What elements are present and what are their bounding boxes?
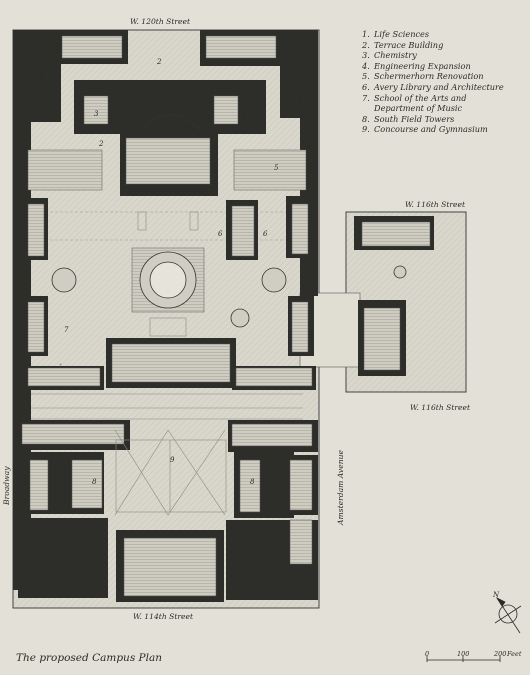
map-number: 6 (263, 230, 268, 238)
legend-item: 2. Terrace Building (362, 40, 530, 51)
street-label-116-top: W. 116th Street (405, 200, 466, 209)
legend-item: 6. Avery Library and Architecture (362, 82, 530, 93)
legend-label: Life Sciences (374, 29, 430, 39)
legend-item: 3. Chemistry (362, 50, 530, 61)
map-caption: The proposed Campus Plan (16, 652, 162, 664)
legend-item: 7. School of the Arts and Department of M… (362, 93, 530, 114)
street-label-east: Amsterdam Avenue (336, 450, 345, 525)
walkways (59, 211, 227, 516)
map-number: 6 (218, 230, 223, 238)
scale-tick-0: 0 (425, 650, 430, 658)
legend-label: School of the Arts and Department of Mus… (374, 92, 467, 114)
street-label-116-bottom: W. 116th Street (410, 403, 471, 412)
legend-label: Chemistry (374, 50, 417, 61)
legend-item: 9. Concourse and Gymnasium (362, 124, 530, 135)
legend-number: 2. (362, 39, 370, 50)
legend-label: Engineering Expansion (374, 60, 471, 71)
building-roofs (21, 35, 431, 597)
legend-label: Avery Library and Architecture (374, 81, 504, 92)
legend-item: 4. Engineering Expansion (362, 61, 530, 72)
legend-number: 8. (362, 113, 370, 124)
north-arrow-icon (494, 597, 522, 634)
legend-label: Concourse and Gymnasium (374, 124, 488, 135)
scale-bar (426, 656, 501, 662)
legend-label: Terrace Building (374, 39, 444, 50)
map-number: 8 (92, 478, 97, 486)
compass-label: N (492, 591, 500, 599)
legend-number: 9. (362, 124, 370, 135)
map-number: 9 (170, 456, 175, 464)
street-label-north: W. 120th Street (130, 17, 191, 26)
map-number: 2 (98, 140, 104, 148)
street-label-west: Broadway (2, 466, 11, 506)
map-number: 2 (156, 58, 162, 66)
legend-item: 5. Schermerhorn Renovation (362, 71, 530, 82)
domes (51, 114, 407, 328)
map-number: 3 (94, 110, 99, 118)
map-number: 1 (40, 74, 44, 82)
legend-item: 1. Life Sciences (362, 29, 530, 40)
legend-number: 1. (362, 29, 370, 39)
legend-number: 5. (362, 71, 370, 82)
scale-unit: Feet (507, 650, 522, 658)
building-number-labels: 1 2 3 3 2 4 5 6 6 7 8 8 9 (40, 58, 301, 486)
legend-number: 7. (362, 92, 370, 103)
map-number: 4 (296, 97, 301, 105)
scale-tick-200: 200 (494, 650, 507, 658)
legend-number: 4. (362, 60, 370, 71)
legend-label: South Field Towers (374, 113, 455, 124)
map-number: 7 (64, 326, 69, 334)
legend-label: Schermerhorn Renovation (374, 71, 484, 82)
map-number: 8 (250, 478, 255, 486)
map-number: 5 (274, 164, 279, 172)
legend-number: 3. (362, 50, 370, 61)
map-number: 3 (242, 110, 247, 118)
street-label-south: W. 114th Street (133, 612, 194, 621)
legend-number: 6. (362, 81, 370, 92)
legend-item: 8. South Field Towers (362, 114, 530, 125)
scale-tick-100: 100 (457, 650, 470, 658)
building-legend: 1. Life Sciences 2. Terrace Building 3. Chemi… (362, 29, 530, 135)
